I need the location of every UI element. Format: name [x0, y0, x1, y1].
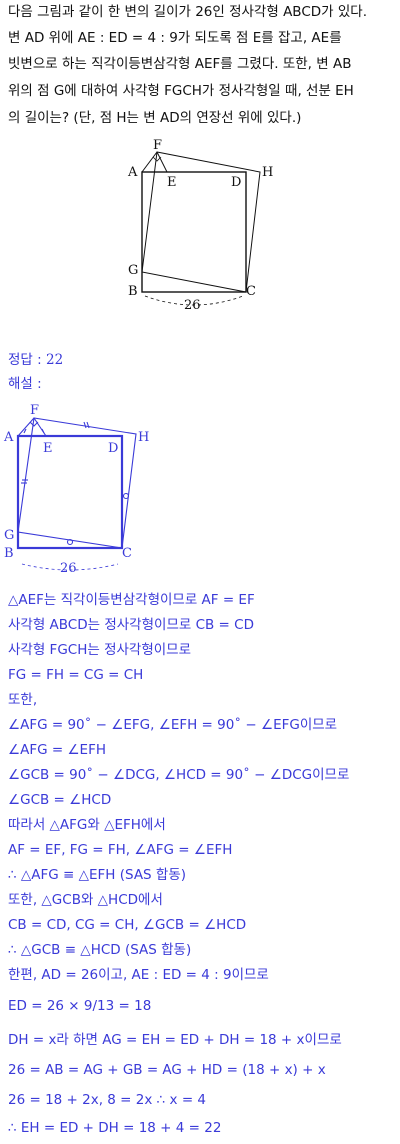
- label-b-sol: B: [4, 546, 14, 561]
- solution-line-15: ∴ △GCB ≡ △HCD (SAS 합동): [8, 942, 192, 958]
- answer-label: 정답 :: [8, 352, 42, 368]
- problem-line-4: 위의 점 G에 대하여 사각형 FGCH가 정사각형일 때, 선분 EH: [8, 83, 354, 99]
- label-d-sol: D: [108, 441, 118, 456]
- problem-line-2: 변 AD 위에 AE : ED = 4 : 9가 되도록 점 E를 잡고, AE…: [8, 30, 342, 46]
- solution-line-16: 한편, AD = 26이고, AE : ED = 4 : 9이므로: [8, 967, 269, 983]
- label-e: E: [167, 175, 177, 190]
- solution-line-5: 또한,: [8, 692, 38, 708]
- solution-line-4: FG = FH = CG = CH: [8, 667, 144, 683]
- square-fgch-solution: [17, 417, 137, 549]
- label-e-sol: E: [43, 441, 53, 456]
- label-h-sol: H: [138, 430, 149, 445]
- solution-line-20: 26 = 18 + 2x, 8 = 2x ∴ x = 4: [8, 1092, 207, 1108]
- solution-line-19: 26 = AB = AG + GB = AG + HD = (18 + x) +…: [8, 1062, 326, 1078]
- problem-line-1: 다음 그림과 같이 한 변의 길이가 26인 정사각형 ABCD가 있다.: [8, 4, 367, 20]
- label-f: F: [153, 138, 162, 153]
- solution-line-3: 사각형 FGCH는 정사각형이므로: [8, 642, 192, 658]
- solution-line-17: ED = 26 × 9/13 = 18: [8, 998, 152, 1014]
- label-g-sol: G: [4, 528, 14, 543]
- solution-line-10: 따라서 △AFG와 △EFH에서: [8, 817, 166, 833]
- label-g: G: [128, 263, 138, 278]
- solution-line-21: ∴ EH = ED + DH = 18 + 4 = 22: [8, 1120, 222, 1136]
- solution-line-13: 또한, △GCB와 △HCD에서: [8, 892, 163, 908]
- square-fgch: [141, 151, 261, 293]
- solution-line-9: ∠GCB = ∠HCD: [8, 792, 112, 808]
- label-a-sol: A: [3, 430, 14, 445]
- solution-line-18: DH = x라 하면 AG = EH = ED + DH = 18 + x이므로: [8, 1032, 342, 1048]
- solution-line-7: ∠AFG = ∠EFH: [8, 742, 107, 758]
- solution-line-2: 사각형 ABCD는 정사각형이므로 CB = CD: [8, 617, 254, 633]
- square-abcd-solution: [16, 434, 124, 550]
- label-c-sol: C: [122, 546, 132, 561]
- solution-line-11: AF = EF, FG = FH, ∠AFG = ∠EFH: [8, 842, 233, 858]
- label-f-sol: F: [30, 403, 39, 418]
- label-a: A: [127, 165, 138, 180]
- problem-line-5: 의 길이는? (단, 점 H는 변 AD의 연장선 위에 있다.): [8, 110, 302, 126]
- problem-figure: F A E D H G B C 26: [127, 138, 273, 310]
- problem-line-3: 빗변으로 하는 직각이등변삼각형 AEF를 그렸다. 또한, 변 AB: [8, 56, 352, 72]
- solution-line-14: CB = CD, CG = CH, ∠GCB = ∠HCD: [8, 917, 247, 933]
- answer-line: 정답 : 22: [8, 350, 63, 370]
- label-side-sol: 26: [60, 561, 77, 575]
- solution-line-12: ∴ △AFG ≡ △EFH (SAS 합동): [8, 867, 187, 883]
- label-d: D: [231, 175, 241, 190]
- label-b: B: [128, 284, 138, 299]
- answer-value: 22: [45, 352, 64, 368]
- solution-line-1: △AEF는 직각이등변삼각형이므로 AF = EF: [8, 592, 255, 608]
- solution-line-8: ∠GCB = 90˚ − ∠DCG, ∠HCD = 90˚ − ∠DCG이므로: [8, 767, 350, 783]
- solution-line-6: ∠AFG = 90˚ − ∠EFG, ∠EFH = 90˚ − ∠EFG이므로: [8, 717, 338, 733]
- label-h: H: [262, 165, 273, 180]
- square-abcd: [141, 171, 247, 293]
- label-side: 26: [184, 298, 201, 310]
- solution-figure: F A E D H G B C 26: [3, 403, 149, 575]
- label-c: C: [246, 284, 256, 299]
- solution-label: 해설 :: [8, 376, 42, 392]
